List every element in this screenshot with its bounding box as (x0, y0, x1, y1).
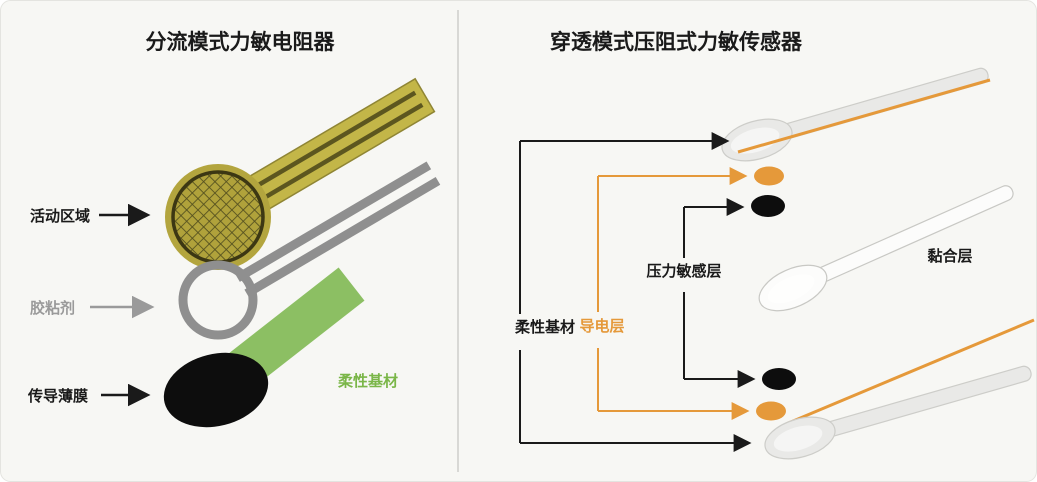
active-area-label: 活动区域 (30, 207, 90, 225)
bottom-conductive-layer-dot (756, 401, 786, 421)
right-flexible-substrate-label: 柔性基材 (515, 318, 575, 336)
flexible-substrate-bracket (519, 132, 752, 452)
conductive-layer-label: 导电层 (579, 317, 624, 335)
fsr-adhesive-layer (178, 161, 441, 340)
pressure-sensitive-layer-label: 压力敏感层 (646, 262, 721, 280)
top-conductive-layer-dot (754, 166, 784, 186)
left-panel-title: 分流模式力敏电阻器 (146, 30, 336, 54)
bottom-pressure-layer-dot (762, 368, 796, 390)
top-conductive-trace (737, 78, 991, 154)
adhesive-label: 胶粘剂 (30, 299, 75, 317)
right-panel-title: 穿透模式压阻式力敏传感器 (550, 30, 803, 54)
adhesive-layer-label: 黏合层 (927, 247, 972, 265)
conductive-layer-bracket (597, 167, 750, 420)
conductive-film-label: 传导薄膜 (27, 387, 88, 405)
fsr-bottom-layer (163, 267, 365, 428)
active-area-mesh-circle (171, 170, 265, 264)
pressure-layer-bracket (683, 198, 756, 388)
conductive-film-ellipse (163, 352, 269, 428)
top-pressure-layer-dot (751, 195, 785, 217)
left-flexible-substrate-label: 柔性基材 (338, 372, 398, 390)
adhesive-ring (178, 260, 258, 340)
bottom-conductive-trace (785, 318, 1035, 426)
